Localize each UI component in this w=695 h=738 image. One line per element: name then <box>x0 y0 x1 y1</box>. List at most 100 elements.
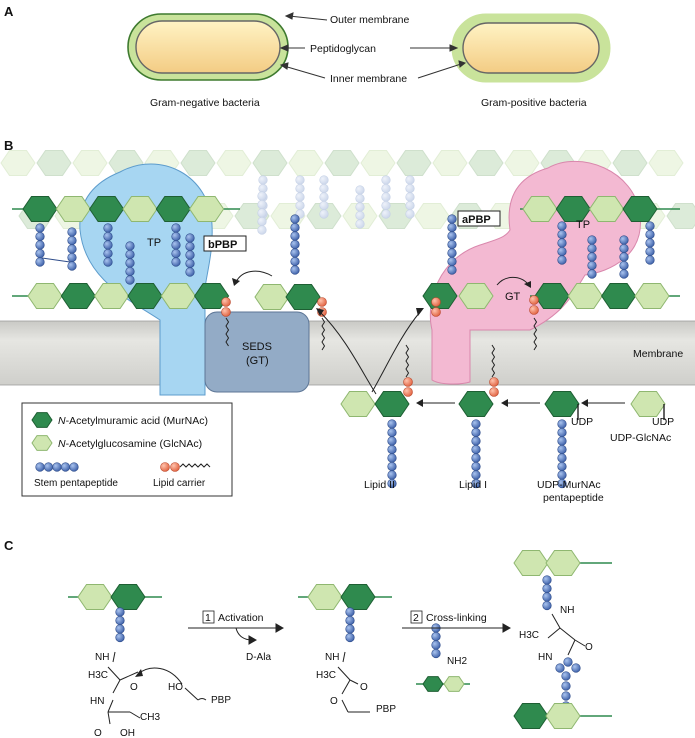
peptide-residue <box>405 175 415 185</box>
panel-label-c: C <box>4 538 14 553</box>
peptide-residue <box>115 607 125 617</box>
peptide-residue <box>103 223 113 233</box>
murnac-sugar <box>513 703 549 729</box>
c2-o: O <box>360 682 368 693</box>
peptide-residue <box>471 427 481 438</box>
peptide-residue <box>645 246 655 257</box>
peptide-residue <box>345 624 355 634</box>
peptide-residue <box>295 192 305 202</box>
peptide-residue <box>557 478 567 489</box>
murnac-sugar <box>600 283 637 309</box>
udp-murnac-label: UDP-MurNAc <box>537 479 601 491</box>
peptide-residue <box>619 243 629 254</box>
glcnac-sugar <box>513 550 549 576</box>
peptide-residue <box>125 266 135 277</box>
peptide-residue <box>447 239 457 250</box>
peptide-residue <box>387 470 397 480</box>
peptide-residue <box>431 648 441 659</box>
c1-nh2: HN <box>90 696 104 707</box>
peptide-residue <box>387 478 397 489</box>
peptide-residue <box>447 222 457 233</box>
panel-c-step-arrows <box>188 623 512 645</box>
peptide-residue <box>35 257 45 267</box>
murnac-sugar <box>60 283 96 309</box>
peptide-residue <box>447 256 457 267</box>
c1-nh: NH <box>95 652 109 663</box>
c2-o2: O <box>330 696 338 707</box>
peptide-residue <box>258 175 268 185</box>
glcnac-sugar <box>432 150 468 176</box>
gram-positive-cell <box>451 13 611 83</box>
lipid-phosphate <box>160 462 170 472</box>
murnac-sugar <box>285 284 321 310</box>
chem-bond <box>184 687 199 701</box>
chem-bond <box>551 613 561 629</box>
peptide-residue <box>471 419 481 429</box>
glcnac-sugar <box>414 203 450 229</box>
chem-bond <box>337 666 351 681</box>
peptide-residue <box>290 214 300 224</box>
glcnac-sugar <box>443 676 465 692</box>
peptide-residue <box>555 663 565 673</box>
lipid-ii-label: Lipid II <box>364 479 395 491</box>
murnac-sugar <box>422 676 444 692</box>
gram-negative-cell <box>127 13 289 81</box>
peptide-residue <box>557 470 567 480</box>
peptide-residue <box>355 219 365 229</box>
peptide-residue <box>542 575 552 585</box>
peptide-residue <box>542 592 552 602</box>
c1-o2: O <box>94 728 102 738</box>
peptide-residue <box>185 258 195 269</box>
step1-number: 1 <box>205 612 211 624</box>
lipid-phosphate <box>403 377 413 387</box>
legend-lipid-tail <box>179 463 211 468</box>
chem-bond <box>349 679 359 685</box>
c1-h3c: H3C <box>88 670 108 681</box>
panel-b: B Membrane SEDS (GT) TP bPBP aPBP <box>0 138 695 504</box>
lipid-tail <box>225 317 230 347</box>
peptide-residue <box>405 192 415 202</box>
peptide-residue <box>257 199 267 210</box>
peptide-residue <box>587 252 597 262</box>
murnac-sugar <box>468 150 504 176</box>
peptide-residue <box>67 252 77 263</box>
peptide-residue <box>115 615 125 626</box>
panel-b-arrows <box>235 270 625 404</box>
glcnac-sugar <box>72 150 108 176</box>
peptide-residue <box>561 681 571 691</box>
peptide-residue <box>542 583 552 594</box>
peptide-residue <box>557 461 567 472</box>
lipid-phosphate <box>403 387 413 397</box>
tp-label-right: TP <box>576 219 590 231</box>
peptide-residue <box>319 209 329 219</box>
udp-glcnac-label: UDP-GlcNAc <box>610 432 671 444</box>
membrane-label: Membrane <box>633 348 683 360</box>
peptide-residue <box>35 240 45 250</box>
peptide-residue <box>561 671 571 681</box>
glcnac-sugar <box>567 283 603 309</box>
chem-bond <box>547 627 561 639</box>
legend-glcnac: N-Acetylglucosamine (GlcNAc) <box>58 438 202 450</box>
glcnac-sugar <box>522 196 558 222</box>
panel-label-b: B <box>4 138 13 153</box>
peptide-residue <box>290 265 300 275</box>
glcnac-sugar <box>504 150 540 176</box>
chem-bond <box>107 711 111 725</box>
glcnac-sugar <box>160 283 196 309</box>
peptide-residue <box>381 183 391 194</box>
chem-bond <box>341 699 349 713</box>
peptide-residue <box>67 235 77 246</box>
lipid-i-label: Lipid I <box>459 479 487 491</box>
glcnac-sugar <box>634 283 670 309</box>
peptide-residue <box>471 470 481 480</box>
udp-label-a: UDP <box>571 416 593 428</box>
peptide-residue <box>60 462 71 472</box>
membrane-bilayer <box>0 320 695 386</box>
peptide-residue <box>587 235 597 245</box>
glcnac-sugar <box>458 283 494 309</box>
peptide-residue <box>67 244 77 254</box>
inner-membrane-label: Inner membrane <box>330 73 407 85</box>
glcnac-sugar <box>340 391 376 417</box>
peptide-residue <box>171 257 181 267</box>
peptide-residue <box>290 256 300 267</box>
